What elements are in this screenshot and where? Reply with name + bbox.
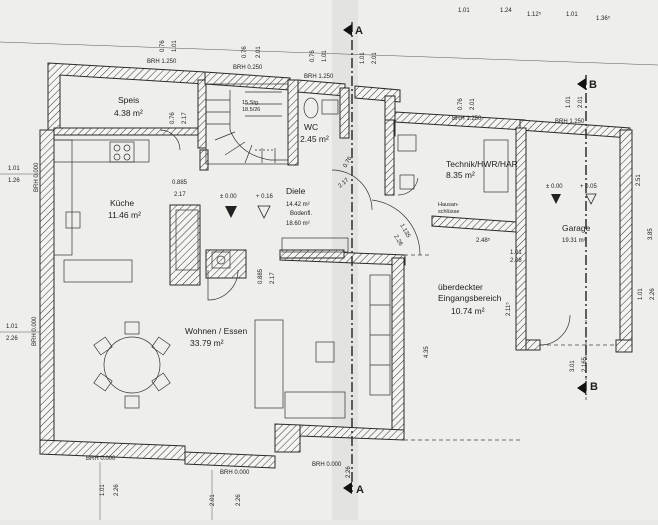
brh-left-1: BRH 0.000: [34, 162, 40, 192]
dim-right-2: 2.26: [650, 288, 656, 300]
brh-hwr: BRH 1.250: [452, 116, 482, 122]
dim-right-1: 1.01: [638, 288, 644, 300]
room-name-technik: Technik/HWR/HAR: [446, 159, 518, 169]
dim-217: 2.17: [174, 192, 186, 198]
dim-left-226: 2.26: [6, 336, 18, 342]
room-area-diele: 14.42 m²: [286, 202, 310, 208]
dim-bot-226: 2.26: [114, 484, 120, 496]
room-area-wc: 2.45 m²: [300, 134, 329, 144]
room-name-eingang-1: überdeckter: [438, 282, 483, 292]
dim-208: 2.08: [510, 258, 522, 264]
dim-076-diag: 0.76: [343, 155, 354, 169]
brh-left-2: BRH 0.000: [32, 316, 38, 346]
brh-wc-top: BRH 0.250: [233, 65, 263, 71]
room-area-speis: 4.38 m²: [114, 108, 143, 118]
dim-v-076e: 0.76: [170, 112, 176, 124]
misc-labels: Hausan- schlüsse 15 Stg. 18.5/26: [242, 100, 459, 215]
room-bodenfl-area: 18.60 m²: [286, 221, 310, 227]
stair-label-1: 15 Stg.: [242, 100, 260, 106]
section-b-top: B: [589, 79, 597, 91]
dim-top-1: 1.01: [458, 8, 470, 14]
dim-101: 1.01: [510, 250, 522, 256]
level-diele: + 0.16: [256, 194, 274, 200]
dim-v-201: 2.01: [256, 46, 262, 58]
dim-right-385: 3.85: [648, 228, 654, 240]
room-bodenfl-label: Bodenfl.: [290, 211, 312, 217]
hausanschluss-line1: Hausan-: [438, 202, 459, 208]
level-texts: ± 0.00 + 0.16 ± 0.00 + 0.05: [220, 184, 598, 200]
dim-v-076d: 0.76: [458, 98, 464, 110]
dim-v-101c: 1.01: [360, 52, 366, 64]
dim-0885b: 0.885: [258, 268, 264, 284]
brh-speis: BRH 1.250: [147, 59, 177, 65]
section-marker-texts: A A B B: [355, 25, 598, 496]
brh-bottom-2: BRH 0.000: [220, 470, 250, 476]
staircase: [205, 83, 289, 165]
dim-435: 4.35: [424, 346, 430, 358]
dim-v-076c: 0.76: [310, 50, 316, 62]
room-area-kueche: 11.46 m²: [108, 210, 141, 220]
room-name-kueche: Küche: [110, 198, 134, 208]
brh-bottom-1: BRH 0.000: [86, 456, 116, 462]
room-name-wohnen: Wohnen / Essen: [185, 326, 247, 336]
room-name-diele: Diele: [286, 186, 306, 196]
level-markers: [225, 193, 597, 219]
dim-v-076: 0.76: [160, 40, 166, 52]
dim-v-201c: 2.01: [470, 98, 476, 110]
dim-right-251: 2.51: [636, 174, 642, 186]
room-area-wohnen: 33.79 m²: [190, 338, 224, 348]
dim-top-3: 1.12⁵: [527, 11, 542, 18]
section-a-top: A: [355, 25, 363, 37]
level-garage-right: + 0.05: [580, 184, 598, 190]
dim-2115: 2.11⁵: [505, 302, 512, 316]
dim-301: 3.01: [570, 360, 576, 372]
dim-left-101: 1.01: [8, 166, 20, 172]
room-name-wc: WC: [304, 122, 318, 132]
level-kitchen: ± 0.00: [220, 194, 237, 200]
brh-garage: BRH 1.250: [555, 119, 585, 125]
section-a-bottom: A: [356, 484, 364, 496]
stair-label-2: 18.5/26: [242, 107, 260, 113]
dim-v-101d: 1.01: [566, 96, 572, 108]
dim-left-101b: 1.01: [6, 324, 18, 330]
hausanschluss-line2: schlüsse: [438, 209, 459, 215]
dim-top-2: 1.24: [500, 8, 512, 14]
room-name-garage: Garage: [562, 223, 591, 233]
dim-2165: 2.165: [582, 356, 588, 372]
dim-0885: 0.885: [172, 180, 188, 186]
dim-248: 2.48⁵: [476, 237, 491, 244]
room-name-speis: Speis: [118, 95, 139, 105]
room-area-technik: 8.35 m²: [446, 170, 475, 180]
dim-bot-201: 2.01: [210, 494, 216, 506]
room-name-eingang-2: Eingangsbereich: [438, 293, 502, 303]
dim-top-4: 1.01: [566, 12, 578, 18]
brh-bottom-3: BRH 0.000: [312, 462, 342, 468]
brh-labels: BRH 1.250 BRH 0.250 BRH 1.250 BRH 1.250 …: [32, 59, 585, 476]
section-b-bottom: B: [590, 381, 598, 393]
dim-217b: 2.17: [270, 272, 276, 284]
dim-v-201d: 2.01: [578, 96, 584, 108]
room-area-eingang: 10.74 m²: [451, 306, 485, 316]
dim-bot-226b: 2.26: [236, 494, 242, 506]
section-axes: [0, 22, 658, 520]
dim-v-101b: 1.01: [322, 50, 328, 62]
level-garage-left: ± 0.00: [546, 184, 563, 190]
walls: [39, 62, 633, 469]
dim-v-217: 2.17: [182, 112, 188, 124]
room-area-garage: 19.31 m²: [562, 238, 586, 244]
dim-226: 2.26: [392, 234, 403, 248]
brh-wc: BRH 1.250: [304, 74, 334, 80]
dim-v-201b: 2.01: [372, 52, 378, 64]
dim-bot-101: 1.01: [100, 484, 106, 496]
fixtures: [53, 83, 616, 441]
dim-v-101: 1.01: [172, 40, 178, 52]
dim-v-076b: 0.76: [242, 46, 248, 58]
dim-left-126: 1.26: [8, 178, 20, 184]
dim-bot-226c: 2.26: [346, 466, 352, 478]
dining-table: [93, 321, 171, 409]
dim-top-5: 1.36⁵: [596, 15, 611, 22]
room-labels: Speis 4.38 m² WC 2.45 m² Technik/HWR/HAR…: [108, 95, 591, 348]
